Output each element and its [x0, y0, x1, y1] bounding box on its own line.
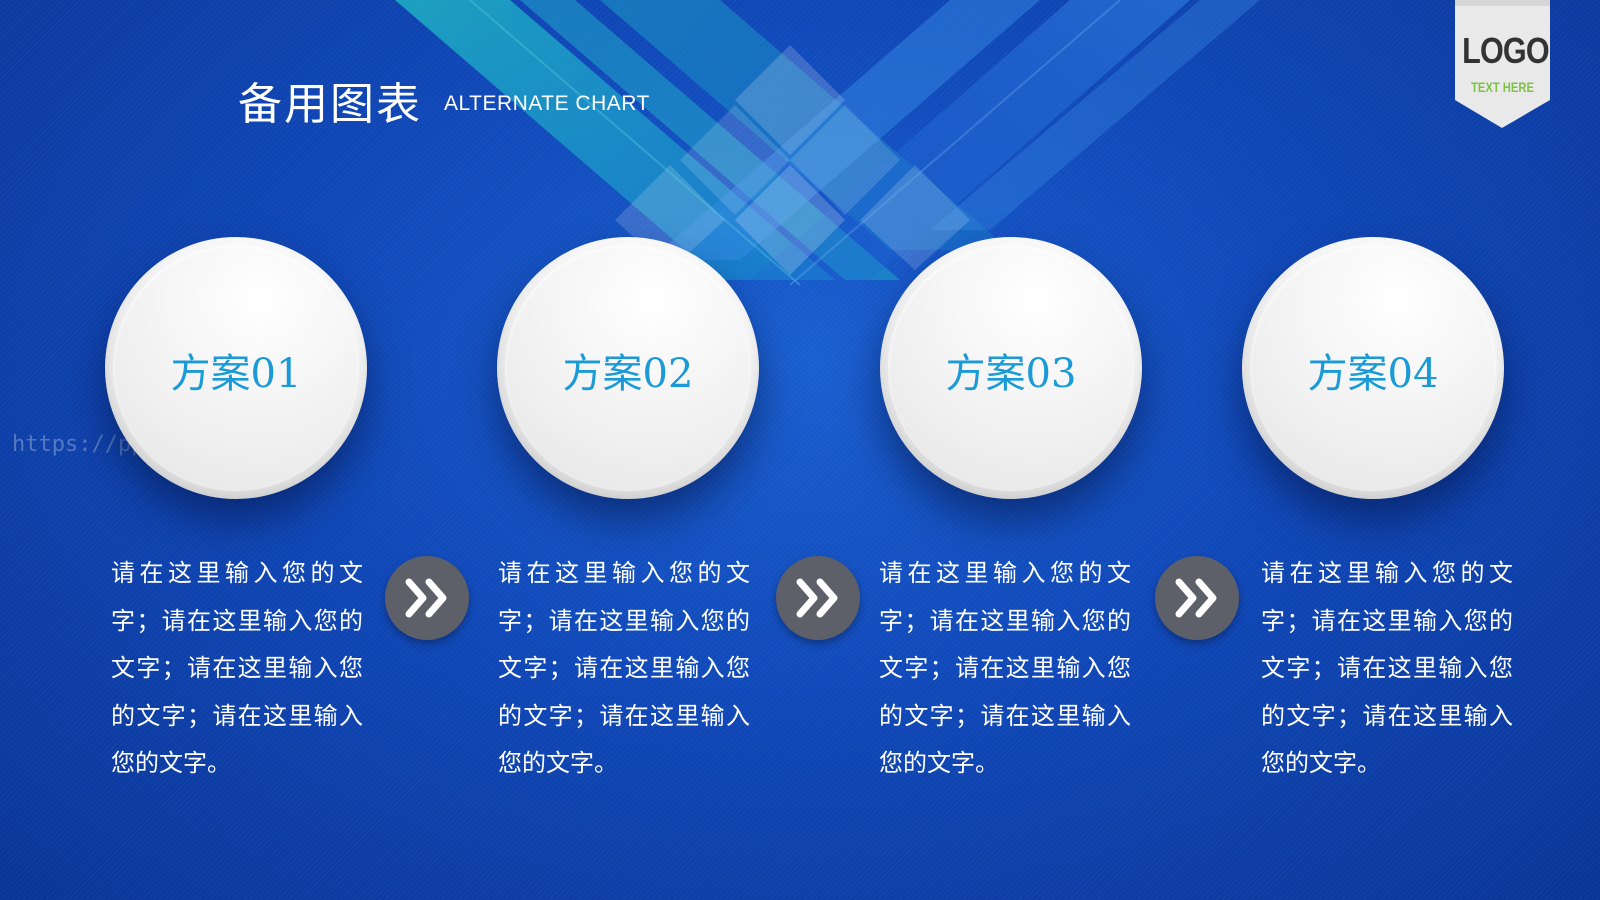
- logo: LOGO TEXT HERE: [1455, 0, 1550, 130]
- plan-label-1: 方案01: [170, 351, 302, 397]
- next-arrow-button-1[interactable]: [385, 556, 469, 640]
- logo-badge-shape: [1455, 0, 1550, 128]
- page-title: 备用图表: [238, 79, 422, 130]
- plan-label-4: 方案04: [1307, 351, 1439, 397]
- plan-description-2: 请在这里输入您的文字；请在这里输入您的文字；请在这里输入您的文字；请在这里输入您…: [498, 559, 750, 777]
- double-chevron-right-icon: [796, 578, 838, 618]
- plan-description-4: 请在这里输入您的文字；请在这里输入您的文字；请在这里输入您的文字；请在这里输入您…: [1261, 559, 1513, 777]
- plan-circle-3: 方案03: [880, 237, 1142, 499]
- next-arrow-button-2[interactable]: [776, 556, 860, 640]
- double-chevron-right-icon: [405, 578, 447, 618]
- logo-subtext: TEXT HERE: [1471, 79, 1534, 95]
- plan-circle-face: [1250, 245, 1496, 491]
- plan-description-1: 请在这里输入您的文字；请在这里输入您的文字；请在这里输入您的文字；请在这里输入您…: [111, 559, 363, 777]
- plan-circle-2: 方案02: [497, 237, 759, 499]
- plan-circle-face: [113, 245, 359, 491]
- plan-circle-1: 方案01: [105, 237, 367, 499]
- plan-circle-face: [505, 245, 751, 491]
- plan-label-2: 方案02: [562, 351, 694, 397]
- double-chevron-right-icon: [1175, 578, 1217, 618]
- plan-circle-face: [888, 245, 1134, 491]
- page-subtitle: ALTERNATE CHART: [444, 92, 650, 115]
- plan-label-3: 方案03: [945, 351, 1077, 397]
- logo-text: LOGO: [1462, 30, 1550, 71]
- plan-description-3: 请在这里输入您的文字；请在这里输入您的文字；请在这里输入您的文字；请在这里输入您…: [879, 559, 1131, 777]
- plan-circle-4: 方案04: [1242, 237, 1504, 499]
- next-arrow-button-3[interactable]: [1155, 556, 1239, 640]
